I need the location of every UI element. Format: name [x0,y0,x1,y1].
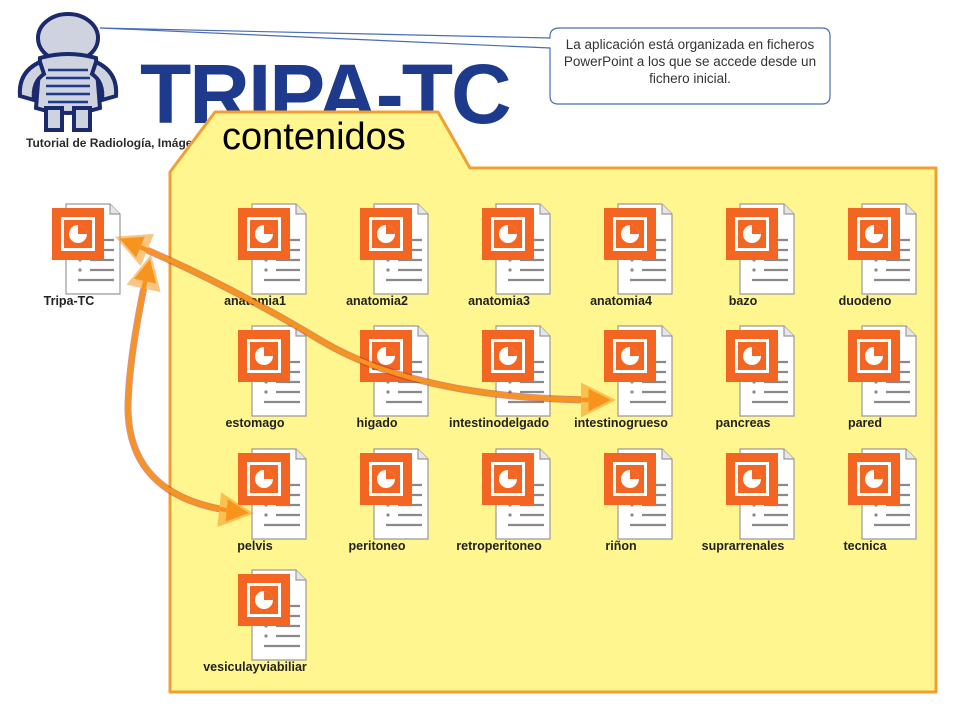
powerpoint-file-icon [726,325,795,417]
powerpoint-file-icon [604,448,673,540]
file-label: retroperitoneo [456,539,542,553]
powerpoint-file-icon [848,325,917,417]
powerpoint-file-icon [238,448,307,540]
folder-title: contenidos [222,116,406,158]
powerpoint-file-icon [726,448,795,540]
powerpoint-file-icon [482,448,551,540]
file-intestinogrueso[interactable]: intestinogrueso [566,322,676,432]
file-label: pelvis [237,539,273,553]
file-suprarrenales[interactable]: suprarrenales [688,445,798,555]
mascot-figure-icon [17,12,119,132]
file-label: higado [356,416,398,430]
powerpoint-file-icon [482,203,551,295]
file-bazo[interactable]: bazo [688,200,798,310]
file-riñon[interactable]: riñon [566,445,676,555]
powerpoint-file-icon [238,569,307,661]
powerpoint-file-icon [360,203,429,295]
powerpoint-file-icon [360,448,429,540]
file-label: riñon [605,539,637,553]
file-vesiculayviabiliar[interactable]: vesiculayviabiliar [200,566,310,676]
file-anatomia4[interactable]: anatomia4 [566,200,676,310]
powerpoint-file-icon [52,203,121,295]
file-duodeno[interactable]: duodeno [810,200,920,310]
powerpoint-file-icon [604,325,673,417]
powerpoint-file-icon [848,448,917,540]
file-pancreas[interactable]: pancreas [688,322,798,432]
powerpoint-file-icon [482,325,551,417]
file-label: intestinodelgado [449,416,549,430]
powerpoint-file-icon [726,203,795,295]
powerpoint-file-icon [238,203,307,295]
file-label: bazo [728,294,758,308]
logo-subtitle: Tutorial de Radiología, Imágen [26,136,200,150]
file-label: tecnica [843,539,887,553]
powerpoint-file-icon [238,325,307,417]
powerpoint-file-icon [848,203,917,295]
file-label: vesiculayviabiliar [203,660,307,674]
file-pared[interactable]: pared [810,322,920,432]
file-tripa-tc[interactable]: Tripa-TC [14,200,124,310]
file-label: pared [847,416,883,430]
file-retroperitoneo[interactable]: retroperitoneo [444,445,554,555]
file-peritoneo[interactable]: peritoneo [322,445,432,555]
callout-text: La aplicación está organizada en fichero… [563,37,817,86]
file-label: peritoneo [348,539,406,553]
file-label: intestinogrueso [574,416,668,430]
powerpoint-file-icon [360,325,429,417]
file-label: Tripa-TC [43,294,95,308]
file-label: duodeno [838,294,892,308]
tripa-tc-logo [17,12,119,132]
file-label: pancreas [715,416,771,430]
powerpoint-file-icon [604,203,673,295]
file-label: suprarrenales [701,539,785,553]
file-tecnica[interactable]: tecnica [810,445,920,555]
